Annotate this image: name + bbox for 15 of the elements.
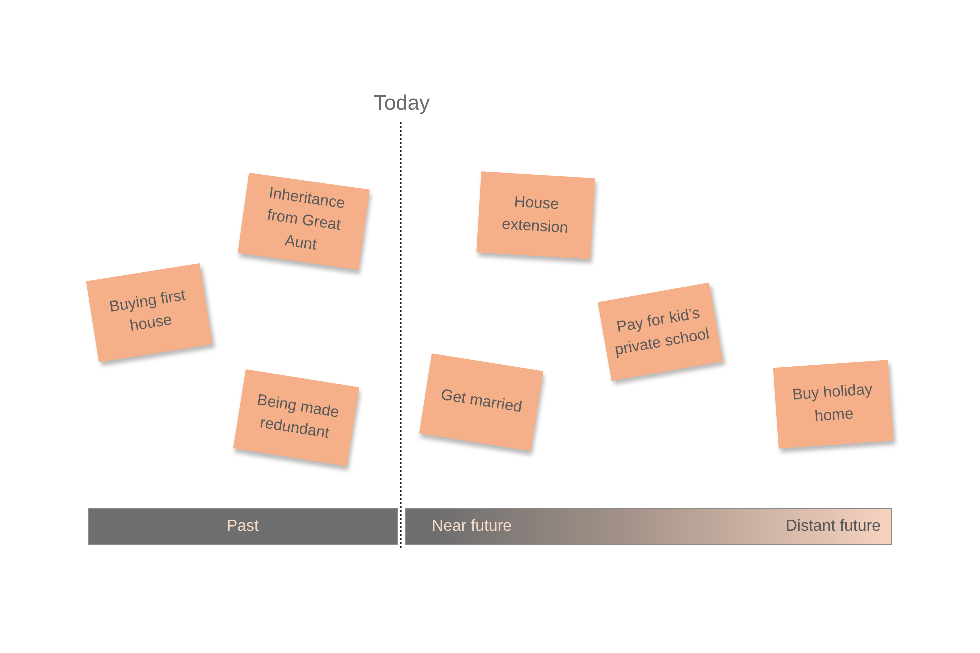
note-text: Pay for kid’s private school [612, 304, 712, 362]
timeline-band [405, 508, 892, 545]
band-label: Distant future [786, 518, 881, 536]
note-text: Buying first house [106, 286, 188, 338]
note-text: Get married [438, 385, 524, 418]
note-text: Buy holiday home [790, 380, 874, 426]
band-label: Near future [432, 518, 512, 536]
sticky-note [476, 171, 596, 259]
note-text: House extension [500, 192, 570, 238]
timeline-band [88, 508, 398, 545]
band-label: Past [226, 518, 259, 536]
today-label: Today [374, 92, 430, 116]
note-text: Being made redundant [254, 390, 342, 444]
note-text: Inheritance from Great Aunt [265, 183, 348, 256]
sticky-note [772, 360, 894, 448]
